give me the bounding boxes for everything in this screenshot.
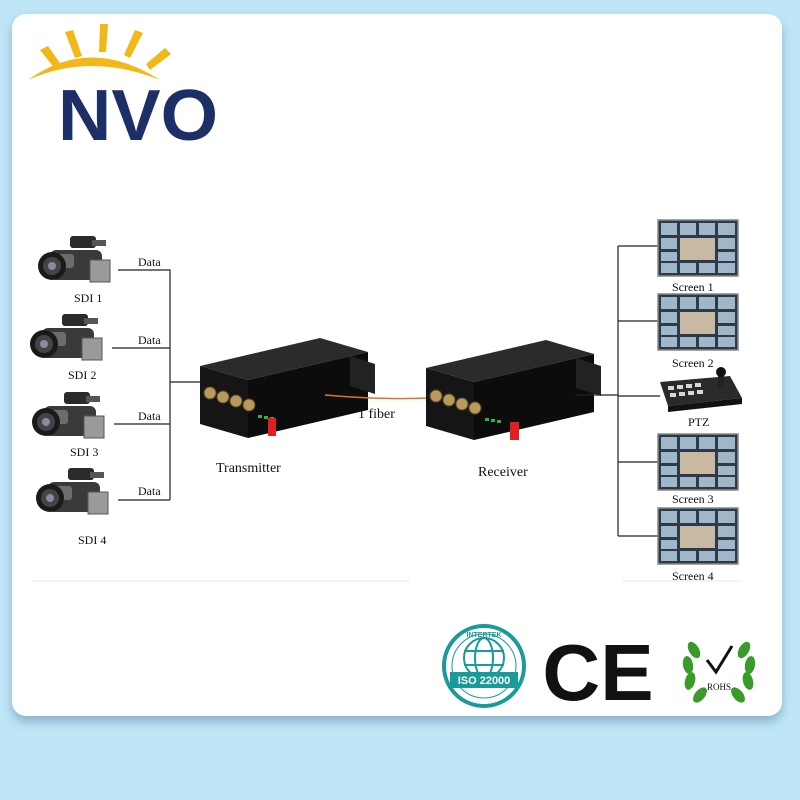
screen-3-label: Screen 3 (672, 492, 714, 506)
screen-3-icon (657, 433, 739, 491)
camera-1: SDI 1 Data (37, 235, 161, 305)
camera-1-label: SDI 1 (74, 291, 102, 305)
camera-4-icon (35, 467, 109, 515)
receiver-label: Receiver (478, 465, 528, 480)
output-wiring (575, 245, 660, 537)
receiver-unit: Receiver (426, 340, 601, 480)
camera-3-icon (31, 391, 105, 439)
camera-1-icon (37, 235, 111, 283)
camera-2-label: SDI 2 (68, 368, 96, 382)
ptz-label: PTZ (688, 415, 709, 429)
receiver-fiber-port-icon (510, 422, 519, 440)
camera-2: SDI 2 Data (29, 313, 161, 382)
laurel-wreath-icon (682, 641, 756, 703)
screen-2-label: Screen 2 (672, 356, 714, 370)
transmitter-unit: Transmitter (200, 338, 375, 476)
screen-2-icon (657, 293, 739, 351)
fiber-label: 1 fiber (358, 407, 395, 422)
screen-4-icon (657, 507, 739, 565)
checkmark-icon (705, 645, 734, 675)
fiber-link: 1 fiber (324, 394, 431, 422)
camera-4-link-label: Data (138, 484, 161, 498)
camera-1-link-label: Data (138, 255, 161, 269)
camera-data-wiring (112, 269, 205, 501)
transmitter-fiber-port-icon (268, 418, 276, 436)
transmitter-label: Transmitter (216, 461, 281, 476)
diagram-card (12, 14, 782, 716)
ce-mark: CE (542, 628, 653, 717)
camera-3-link-label: Data (138, 409, 161, 423)
sun-rays-icon (28, 24, 171, 80)
screen-2: Screen 2 (657, 293, 739, 370)
ptz-controller: PTZ (660, 367, 742, 429)
ptz-keyboard-icon (660, 367, 742, 412)
rohs-badge: ROHS (682, 641, 756, 703)
iso-issuer-label: INTERTEK (467, 632, 502, 639)
rohs-label: ROHS (707, 682, 731, 692)
camera-4: SDI 4 Data (35, 467, 161, 547)
screen-4-label: Screen 4 (672, 569, 714, 583)
iso-22000-badge: INTERTEK ISO 22000 INTERTEK (442, 624, 526, 708)
logo-text: NVO (58, 76, 218, 156)
screen-1-icon (657, 219, 739, 277)
screen-3: Screen 3 (657, 433, 739, 506)
screen-4: Screen 4 (657, 507, 739, 583)
camera-4-label: SDI 4 (78, 533, 106, 547)
nvo-logo: NVO (28, 24, 218, 156)
screen-1: Screen 1 (657, 219, 739, 294)
camera-3: SDI 3 Data (31, 391, 161, 459)
camera-2-link-label: Data (138, 333, 161, 347)
camera-3-label: SDI 3 (70, 445, 98, 459)
screen-1-label: Screen 1 (672, 280, 714, 294)
camera-2-icon (29, 313, 103, 361)
iso-standard-label: ISO 22000 (458, 675, 511, 687)
ce-mark-label: CE (542, 628, 653, 717)
